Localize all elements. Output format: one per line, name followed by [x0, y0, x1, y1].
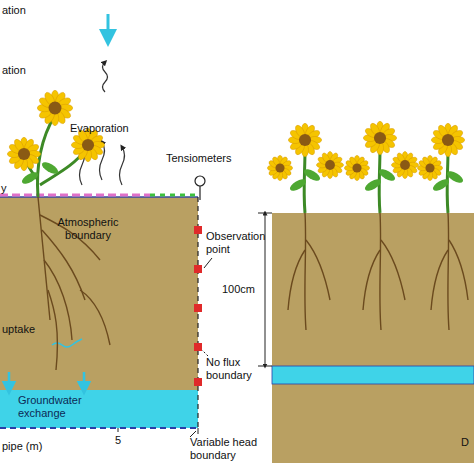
root	[306, 240, 330, 300]
precipitation-arrow	[107, 14, 110, 38]
leaf	[363, 177, 383, 193]
sunflower-head	[391, 151, 418, 178]
label: ation	[2, 4, 26, 17]
leaf	[288, 177, 308, 193]
variable-head-boundary-line	[0, 427, 198, 429]
label: No flux boundary	[206, 356, 262, 382]
sunflower-head	[316, 151, 343, 178]
label: y	[1, 182, 7, 195]
label: Variable head boundary	[190, 436, 290, 462]
leaf	[431, 177, 451, 193]
root	[288, 250, 305, 310]
groundwater-band	[0, 390, 198, 428]
soil-profile	[272, 213, 474, 463]
root	[380, 213, 381, 330]
leader-line	[202, 350, 208, 356]
atmospheric-boundary-line	[0, 194, 150, 197]
stem	[40, 150, 85, 185]
label: 5	[115, 434, 121, 447]
leader-line	[204, 258, 212, 268]
axis-tick	[118, 428, 119, 432]
sunflower-head	[418, 156, 443, 181]
label: pipe (m)	[2, 440, 42, 453]
groundwater-arrow	[8, 372, 11, 388]
leaf	[20, 170, 40, 186]
groundwater-table	[272, 366, 474, 384]
label: Observation point	[206, 230, 270, 256]
label: 100cm	[222, 283, 255, 296]
band-label: Groundwater exchange	[18, 394, 88, 420]
uptake-arrow	[52, 339, 82, 347]
groundwater-band: Groundwater exchange	[0, 390, 198, 428]
root	[80, 290, 110, 345]
root	[48, 290, 57, 370]
label: Tensiometers	[166, 152, 231, 165]
root	[44, 260, 72, 340]
sunflower-plants	[7, 90, 468, 370]
label: D	[461, 436, 469, 449]
soil-column	[0, 197, 198, 428]
sunflower-head	[288, 123, 321, 156]
groundwater-arrow	[83, 372, 86, 388]
root	[363, 250, 380, 310]
sunflower-head	[37, 90, 72, 125]
label: ation	[2, 64, 26, 77]
transpiration-arrow	[103, 62, 108, 92]
leaf	[445, 169, 465, 185]
observation-points	[194, 226, 202, 386]
sunflower-head	[345, 156, 370, 181]
root	[448, 213, 449, 330]
axis-tick	[198, 428, 199, 434]
leaf	[40, 160, 60, 176]
label: uptake	[2, 323, 35, 336]
root	[431, 250, 448, 310]
root	[305, 213, 306, 330]
root	[381, 240, 405, 300]
sunflower-head	[363, 121, 396, 154]
label: Atmospheric boundary	[48, 216, 128, 242]
atmospheric-boundary-line	[150, 194, 196, 197]
sunflower-head	[268, 156, 293, 181]
sunflower-head	[7, 137, 40, 170]
label: Evaporation	[70, 122, 129, 135]
root	[449, 240, 468, 300]
tensiometer-symbol	[195, 176, 205, 200]
sunflower-head	[431, 123, 464, 156]
